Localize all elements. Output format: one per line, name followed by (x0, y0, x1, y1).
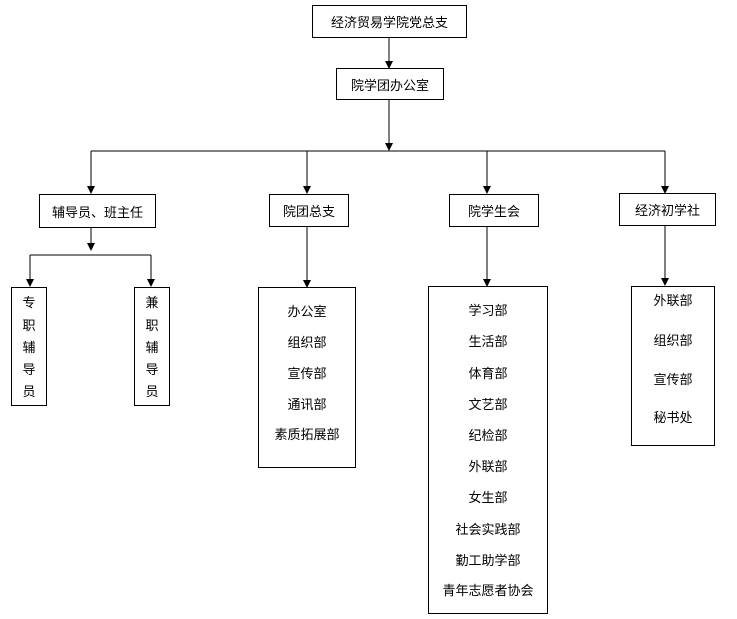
league-dept: 办公室 (287, 305, 327, 320)
union-node: 院学生会 (449, 194, 539, 227)
parttime-char: 兼 (145, 296, 159, 311)
parttime-char: 导 (145, 363, 159, 378)
fulltime-counselor-box: 专 职 辅 导 员 (11, 287, 47, 406)
parttime-counselor-box: 兼 职 辅 导 员 (134, 287, 170, 406)
union-dept: 文艺部 (468, 398, 508, 413)
league-dept-list: 办公室 组织部 宣传部 通讯部 素质拓展部 (258, 287, 356, 468)
union-dept: 外联部 (468, 460, 508, 475)
parttime-char: 员 (145, 385, 159, 400)
league-node: 院团总支 (269, 194, 349, 227)
union-dept: 青年志愿者协会 (442, 584, 534, 599)
fulltime-char: 专 (22, 296, 36, 311)
club-dept-list: 外联部 组织部 宣传部 秘书处 (631, 286, 715, 446)
union-dept: 纪检部 (468, 429, 508, 444)
fulltime-char: 导 (22, 363, 36, 378)
office-node: 院学团办公室 (336, 68, 444, 100)
club-dept: 外联部 (653, 294, 693, 309)
root-node: 经济贸易学院党总支 (312, 5, 467, 38)
union-dept-list: 学习部 生活部 体育部 文艺部 纪检部 外联部 女生部 社会实践部 勤工助学部 … (428, 286, 548, 614)
union-dept: 社会实践部 (455, 523, 521, 538)
union-dept: 生活部 (468, 335, 508, 350)
union-dept: 勤工助学部 (455, 554, 521, 569)
league-dept: 宣传部 (287, 367, 327, 382)
club-dept: 秘书处 (653, 411, 693, 426)
club-dept: 宣传部 (653, 373, 693, 388)
club-dept: 组织部 (653, 334, 693, 349)
league-dept: 组织部 (287, 336, 327, 351)
parttime-char: 职 (145, 319, 159, 334)
fulltime-char: 员 (22, 385, 36, 400)
counselor-node: 辅导员、班主任 (39, 194, 156, 228)
union-dept: 女生部 (468, 491, 508, 506)
league-dept: 素质拓展部 (274, 428, 340, 443)
union-dept: 学习部 (468, 304, 508, 319)
fulltime-char: 职 (22, 319, 36, 334)
fulltime-char: 辅 (22, 341, 36, 356)
parttime-char: 辅 (145, 341, 159, 356)
union-dept: 体育部 (468, 367, 508, 382)
league-dept: 通讯部 (287, 398, 327, 413)
club-node: 经济初学社 (619, 193, 716, 226)
